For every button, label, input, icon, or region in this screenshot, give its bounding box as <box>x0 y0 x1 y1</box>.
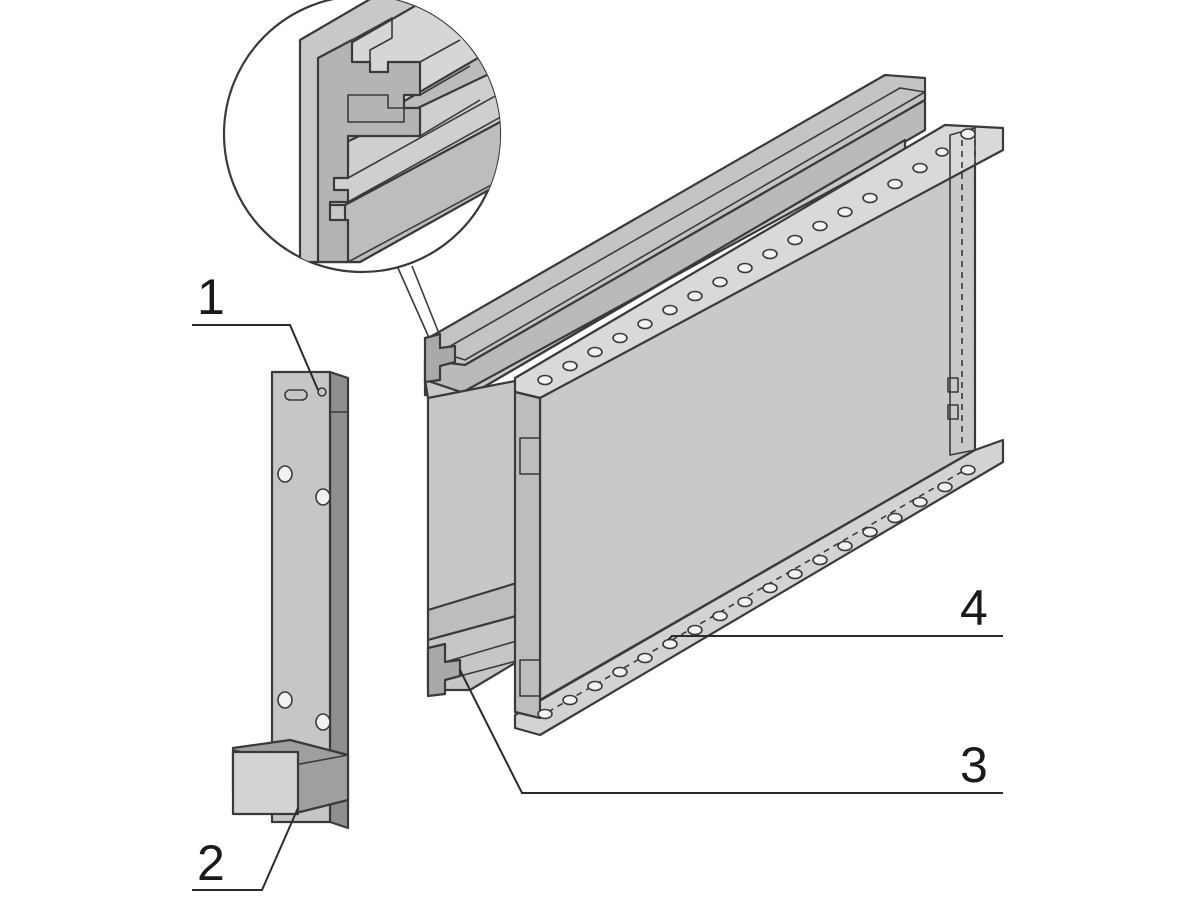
front-panel <box>231 370 350 830</box>
detail-magnifier <box>222 0 502 341</box>
perforated-side-plate <box>513 123 1005 737</box>
callout-4: 4 <box>960 580 988 636</box>
profile-rail-assembly <box>423 73 927 698</box>
leader-3 <box>459 669 1003 794</box>
callout-3: 3 <box>960 737 988 793</box>
leader-4 <box>667 635 1003 641</box>
leader-2 <box>192 807 299 891</box>
callout-2: 2 <box>197 835 225 891</box>
callout-1: 1 <box>197 269 225 325</box>
leader-1 <box>192 324 319 391</box>
callout-leaders <box>192 324 1003 891</box>
